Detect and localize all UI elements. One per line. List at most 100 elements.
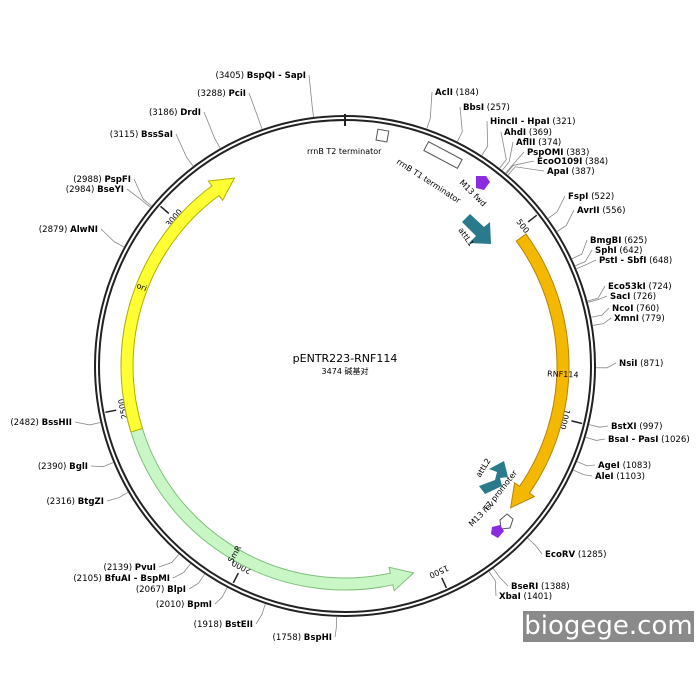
site-position: (2010) <box>156 600 187 610</box>
site-leader <box>556 209 575 232</box>
site-position: (1103) <box>614 472 645 482</box>
site-eco53ki: Eco53kI (724) <box>587 282 672 302</box>
site-bgli: (2390) BglI <box>38 462 114 472</box>
site-label: AvrII (556) <box>577 206 625 216</box>
site-leader <box>488 571 497 597</box>
site-position: (2067) <box>136 585 167 595</box>
site-position: (625) <box>621 236 647 246</box>
site-leader <box>571 239 588 260</box>
site-position: (1758) <box>272 633 303 643</box>
site-leader <box>308 74 314 118</box>
site-label: (2067) BlpI <box>136 585 186 595</box>
site-position: (3405) <box>215 71 246 81</box>
site-label: (2390) BglI <box>38 462 88 472</box>
site-name: BseRI <box>511 582 538 592</box>
site-blpi: (2067) BlpI <box>136 573 205 595</box>
site-bsssai: (3115) BssSaI <box>110 130 194 167</box>
site-position: (556) <box>600 206 626 216</box>
site-position: (1918) <box>194 620 225 630</box>
t7-promoter-arrow <box>499 513 514 530</box>
site-leader <box>334 616 338 638</box>
site-name: EcoRV <box>545 550 575 560</box>
site-position: (1026) <box>658 435 689 445</box>
site-leader <box>507 166 545 176</box>
tick-label-1500: 1500 <box>428 563 450 580</box>
annotation-attl2: attL2 <box>474 457 493 479</box>
site-label: SphI (642) <box>595 246 643 256</box>
site-leader <box>248 92 263 130</box>
site-label: (2316) BtgZI <box>46 497 104 507</box>
site-name: PspOMI <box>527 148 563 158</box>
site-position: (2316) <box>46 497 77 507</box>
site-leader <box>595 362 617 369</box>
site-position: (642) <box>617 246 643 256</box>
annotation-glyphs <box>375 128 514 538</box>
site-leader <box>576 259 597 270</box>
site-label: SacI (726) <box>610 292 656 302</box>
site-bstxi: BstXI (997) <box>588 422 663 432</box>
site-ecorv: EcoRV (1285) <box>527 537 606 560</box>
site-alei: AleI (1103) <box>573 469 645 482</box>
site-position: (2879) <box>39 225 70 235</box>
site-position: (383) <box>563 148 589 158</box>
site-position: (184) <box>453 88 479 98</box>
site-leader <box>592 317 612 326</box>
site-position: (374) <box>535 138 561 148</box>
site-name: ApaI <box>547 167 569 177</box>
feature-ori <box>120 177 236 433</box>
site-leader <box>74 421 101 426</box>
site-label: NcoI (760) <box>612 304 659 314</box>
tick-1500 <box>441 577 448 589</box>
site-label: (3115) BssSaI <box>110 130 173 140</box>
plasmid-size: 3474 碱基对 <box>322 366 369 376</box>
site-position: (726) <box>630 292 656 302</box>
site-label: Eco53kI (724) <box>608 282 672 292</box>
site-name: EcoO109I <box>537 157 582 167</box>
site-name: BssHII <box>42 418 72 428</box>
site-leader <box>188 573 205 590</box>
site-position: (2139) <box>103 563 134 573</box>
site-bsshii: (2482) BssHII <box>10 418 101 428</box>
site-label: (2105) BfuAI - BspMI <box>73 574 170 584</box>
site-leader <box>175 133 194 167</box>
site-label: (3288) PciI <box>197 89 246 99</box>
site-bmgbi: BmgBI (625) <box>571 236 647 260</box>
site-label: (1918) BstEII <box>194 620 253 630</box>
site-leader <box>106 491 129 502</box>
site-label: FspI (522) <box>568 192 614 202</box>
site-leader <box>492 568 509 587</box>
site-label: (2482) BssHII <box>10 418 72 428</box>
site-label: PspOMI (383) <box>527 148 589 158</box>
site-leader <box>481 120 489 156</box>
site-leader <box>591 307 610 318</box>
site-leader <box>587 285 606 302</box>
site-leader <box>126 188 151 208</box>
site-position: (3288) <box>197 89 228 99</box>
site-bseri: BseRI (1388) <box>492 568 570 592</box>
tick-500 <box>527 214 538 223</box>
site-position: (3186) <box>149 108 180 118</box>
site-position: (1401) <box>521 592 552 602</box>
site-leader <box>499 131 507 169</box>
site-position: (648) <box>646 256 672 266</box>
site-position: (997) <box>637 422 663 432</box>
plasmid-name: pENTR223-RNF114 <box>293 352 398 365</box>
site-position: (779) <box>639 314 665 324</box>
site-leader <box>172 563 191 579</box>
site-name: BglI <box>69 462 88 472</box>
site-position: (724) <box>646 282 672 292</box>
site-name: FspI <box>568 192 588 202</box>
site-acli: AclI (184) <box>426 88 479 129</box>
site-leader <box>457 106 463 142</box>
site-name: BssSaI <box>141 130 173 140</box>
site-name: BpmI <box>187 600 212 610</box>
site-name: AleI <box>595 472 614 482</box>
site-name: BspQI - SapI <box>247 71 306 81</box>
site-leader <box>255 603 266 625</box>
site-saci: SacI (726) <box>587 292 656 303</box>
site-label: (2984) BseYI <box>66 185 124 195</box>
site-aflii: AflII (374) <box>501 138 561 171</box>
site-pvui: (2139) PvuI <box>103 554 180 573</box>
